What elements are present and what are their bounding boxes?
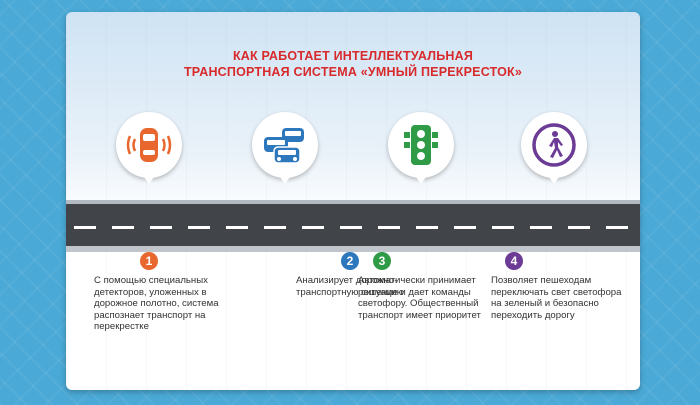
title-line-2: ТРАНСПОРТНАЯ СИСТЕМА «УМНЫЙ ПЕРЕКРЕСТОК» — [183, 65, 523, 79]
step-4-description: Позволяет пешеходам переключать свет све… — [491, 275, 622, 321]
traffic-light-icon — [404, 125, 438, 165]
infographic-panel: КАК РАБОТАЕТ ИНТЕЛЛЕКТУАЛЬНАЯ ТРАНСПОРТН… — [66, 12, 640, 390]
step-3-pin — [388, 112, 454, 184]
step-4-number: 4 — [505, 252, 523, 270]
traffic-cars-icon — [264, 128, 304, 164]
pedestrian-icon — [532, 123, 576, 167]
road — [66, 200, 640, 252]
road-marking — [74, 226, 632, 229]
step-2-pin — [252, 112, 318, 184]
step-1-number: 1 — [140, 252, 158, 270]
step-4-pin — [521, 112, 587, 184]
step-2-description: Анализирует дорожно-транспортную ситуаци… — [296, 275, 404, 298]
step-3-number: 3 — [373, 252, 391, 270]
infographic-title: КАК РАБОТАЕТ ИНТЕЛЛЕКТУАЛЬНАЯ ТРАНСПОРТН… — [66, 48, 640, 80]
step-2-number: 2 — [341, 252, 359, 270]
step-3-description: Автоматически принимает решение и дает к… — [358, 275, 481, 321]
car-sensor-icon — [126, 128, 172, 162]
step-1-pin — [116, 112, 182, 184]
step-1-description: С помощью специальных детекторов, уложен… — [94, 275, 219, 332]
title-line-1: КАК РАБОТАЕТ ИНТЕЛЛЕКТУАЛЬНАЯ — [232, 49, 474, 63]
